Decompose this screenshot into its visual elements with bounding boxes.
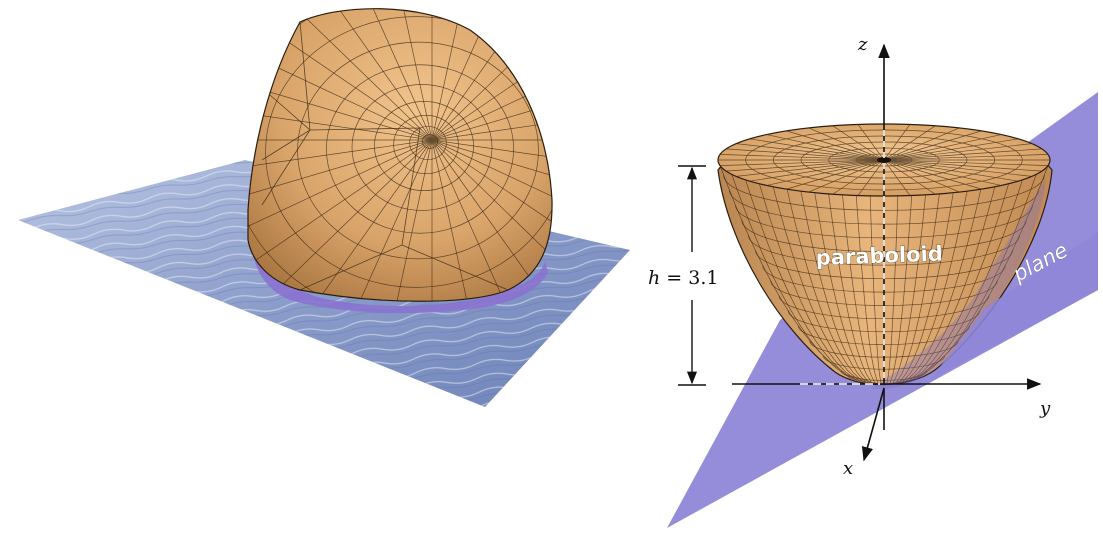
mesh-meridian xyxy=(883,196,899,385)
mesh-meridian xyxy=(800,191,885,385)
x-axis xyxy=(861,387,885,462)
mesh-line xyxy=(248,9,433,141)
mesh-meridian xyxy=(772,187,885,385)
mesh-ring xyxy=(422,134,438,149)
mesh-meridian xyxy=(883,194,940,385)
y-axis-label: y xyxy=(1039,398,1051,419)
mesh-meridian xyxy=(883,195,913,385)
mesh-meridian xyxy=(883,180,1023,385)
mesh-meridian xyxy=(883,191,968,385)
mesh-meridian xyxy=(855,195,885,385)
mesh-line xyxy=(431,139,553,230)
axes xyxy=(732,43,1042,462)
paraboloid-label: paraboloid xyxy=(815,242,943,270)
mesh-ring xyxy=(351,84,493,211)
mesh-line xyxy=(431,139,553,186)
mesh-ring xyxy=(374,101,474,191)
paraboloid-body-right xyxy=(717,123,1053,389)
right-figure: z y x h = 3.1 paraboloid plane xyxy=(648,34,1098,528)
mesh-line xyxy=(248,139,433,302)
left-figure xyxy=(18,8,630,407)
mesh-line xyxy=(248,139,433,230)
mesh-line xyxy=(431,50,553,141)
height-dimension xyxy=(678,165,706,386)
mesh-line xyxy=(248,139,433,302)
mesh-meridian xyxy=(759,184,885,385)
mesh-line xyxy=(248,8,433,141)
mesh-line xyxy=(248,94,433,141)
mesh-line xyxy=(431,139,553,302)
mesh-meridian xyxy=(814,193,885,385)
mesh-ring xyxy=(409,126,447,160)
mesh-line xyxy=(271,8,433,141)
mesh-line xyxy=(431,139,553,302)
mesh-meridian xyxy=(883,195,926,385)
mesh-ring xyxy=(297,41,539,260)
mesh-line xyxy=(248,50,433,141)
mesh-line xyxy=(376,139,433,302)
mesh-meridian xyxy=(842,195,885,385)
mesh-ring xyxy=(326,64,514,234)
mesh-line xyxy=(431,94,553,141)
height-label: h = 3.1 xyxy=(648,267,718,289)
mesh-ring xyxy=(393,114,459,175)
mesh-meridian xyxy=(731,174,885,385)
mesh-line xyxy=(322,139,433,302)
mesh-line xyxy=(322,8,433,141)
mesh-line xyxy=(248,139,433,271)
z-axis-label: z xyxy=(857,34,868,55)
mesh-line xyxy=(431,139,542,302)
mesh-meridian xyxy=(883,187,996,385)
mesh-meridian xyxy=(883,184,1009,385)
mesh-meridian xyxy=(786,189,885,385)
mesh-meridian xyxy=(883,193,954,385)
height-value: = 3.1 xyxy=(660,267,718,289)
mesh-ring xyxy=(265,16,553,288)
x-axis-label: x xyxy=(843,458,853,479)
mesh-line xyxy=(271,139,433,302)
mesh-meridian xyxy=(883,159,1051,385)
mesh-meridian xyxy=(745,180,885,385)
mesh-line xyxy=(431,8,553,141)
mesh-meridian xyxy=(828,194,885,385)
height-var: h xyxy=(648,267,660,289)
mesh-meridian xyxy=(883,189,982,385)
plane-front xyxy=(930,232,1098,380)
mesh-line xyxy=(431,139,553,271)
mesh-line xyxy=(248,139,433,186)
mesh-line xyxy=(376,8,433,141)
mesh-meridian xyxy=(869,196,885,385)
mesh-line xyxy=(431,139,488,302)
mesh-line xyxy=(431,9,553,141)
